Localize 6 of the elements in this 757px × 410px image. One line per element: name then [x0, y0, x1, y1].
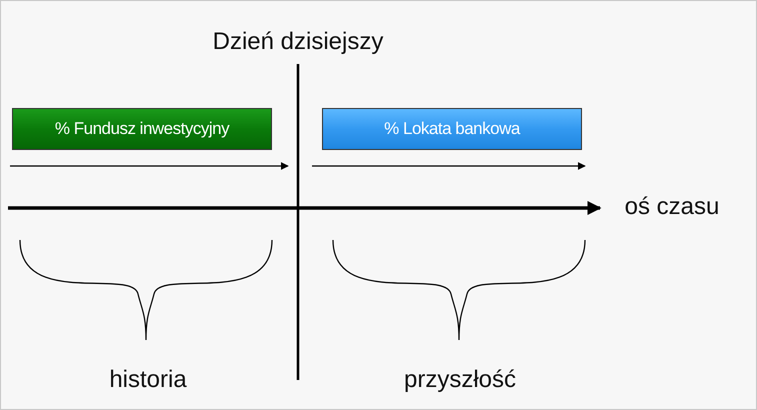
label-box: % Lokata bankowa	[322, 108, 582, 150]
label-box: % Fundusz inwestycyjny	[12, 108, 272, 150]
text-label: historia	[109, 366, 187, 394]
text-label: Dzień dzisiejszy	[212, 28, 384, 56]
text-label: oś czasu	[624, 193, 720, 221]
text-label: przyszłość	[404, 366, 516, 394]
